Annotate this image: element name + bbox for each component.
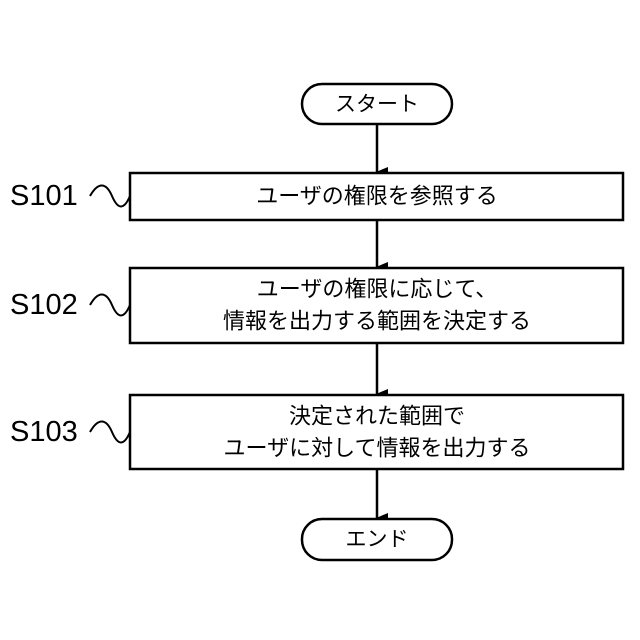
step-s103: S103 決定された範囲で ユーザに対して情報を出力する (10, 395, 623, 469)
step-connector-s103 (90, 422, 130, 443)
step-connector-s102 (90, 295, 130, 316)
start-terminator: スタート (302, 84, 452, 124)
start-label: スタート (335, 92, 419, 116)
step-s102: S102 ユーザの権限に応じて、 情報を出力する範囲を決定する (10, 268, 623, 343)
process-text-s103-line1: 決定された範囲で (289, 405, 465, 430)
process-text-s102-line1: ユーザの権限に応じて、 (257, 278, 497, 303)
step-label-s103: S103 (10, 416, 78, 448)
step-label-s101: S101 (10, 180, 78, 212)
process-text-s102-line2: 情報を出力する範囲を決定する (223, 310, 531, 335)
end-label: エンド (346, 527, 409, 551)
process-text-s101-line1: ユーザの権限を参照する (256, 185, 498, 210)
end-terminator: エンド (302, 519, 452, 560)
process-text-s103-line2: ユーザに対して情報を出力する (224, 437, 531, 462)
step-s101: S101 ユーザの権限を参照する (10, 173, 623, 220)
step-connector-s101 (90, 186, 130, 207)
step-label-s102: S102 (10, 289, 78, 321)
